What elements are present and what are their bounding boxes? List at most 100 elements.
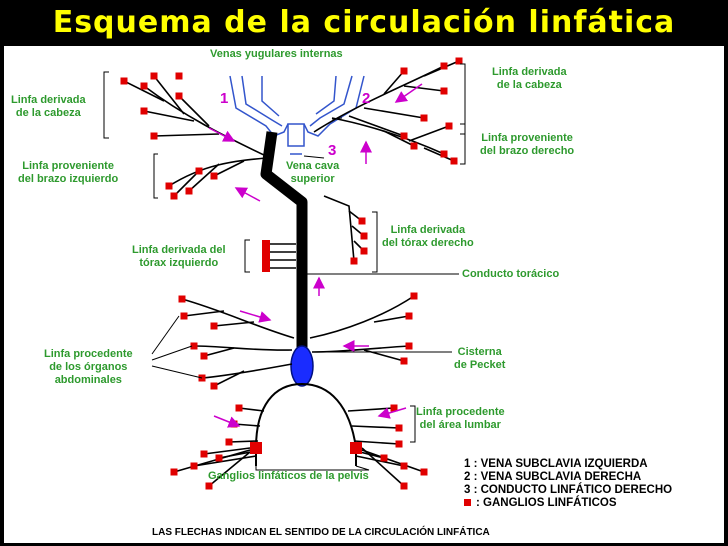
label-linfa-brazo-izq: Linfa proveniente del brazo izquierdo — [18, 160, 119, 185]
lymph-vessel — [348, 115, 405, 137]
lymph-vessel — [188, 163, 220, 192]
cisterna-pecket — [290, 345, 314, 387]
legend-item-4-text: : GANGLIOS LINFÁTICOS — [476, 497, 617, 509]
lymph-vessel — [193, 345, 293, 351]
diagram-panel: Venas yugulares internas Linfa derivada … — [4, 46, 724, 543]
lymph-node — [185, 187, 193, 195]
lymph-node — [262, 264, 270, 272]
lymph-vessel — [123, 80, 165, 102]
lymph-node — [350, 442, 362, 454]
lymph-vessel — [168, 157, 267, 187]
lymph-vessel — [323, 195, 355, 262]
lymph-node — [262, 240, 270, 248]
legend-item-3: 3 : CONDUCTO LINFÁTICO DERECHO — [464, 484, 673, 496]
lymph-node — [165, 182, 173, 190]
flow-arrow — [394, 83, 423, 103]
lymph-node — [210, 172, 218, 180]
lymph-vessel — [143, 85, 267, 157]
lymph-node — [440, 150, 448, 158]
lymph-vessel — [173, 449, 251, 473]
lymph-vessel — [408, 125, 450, 142]
lymph-vessel — [351, 425, 400, 429]
lymph-node — [390, 404, 398, 412]
lymph-vessel — [353, 440, 400, 445]
lymph-vessel — [383, 70, 405, 95]
lymph-node — [455, 57, 463, 65]
lymph-node — [420, 114, 428, 122]
lymph-node — [360, 247, 368, 255]
jugular-veins — [229, 75, 365, 155]
lymph-vessel — [355, 455, 405, 467]
lymph-node — [150, 132, 158, 140]
lymph-vessel — [213, 160, 245, 177]
legend-item-2: 2 : VENA SUBCLAVIA DERECHA — [464, 471, 642, 483]
lymph-vessel — [363, 107, 425, 119]
legend-item-4: : GANGLIOS LINFÁTICOS — [464, 497, 617, 509]
lymph-vessel — [213, 370, 245, 387]
lymph-node — [175, 72, 183, 80]
lymph-node — [358, 217, 366, 225]
lymph-vessel — [208, 451, 251, 487]
label-linfa-cabeza-izq: Linfa derivada de la cabeza — [11, 94, 86, 119]
lymph-node — [440, 87, 448, 95]
lymph-vessel — [383, 130, 415, 147]
lymph-node — [235, 404, 243, 412]
lymph-node — [395, 424, 403, 432]
lymph-node — [175, 92, 183, 100]
lymph-vessel — [423, 147, 455, 162]
lymph-node — [190, 462, 198, 470]
flow-arrow — [234, 187, 261, 202]
lymph-node — [190, 342, 198, 350]
lymph-vessel — [361, 449, 425, 473]
lymph-node — [400, 132, 408, 140]
lymph-node — [400, 67, 408, 75]
label-cisterna: Cisterna de Pecket — [454, 346, 506, 371]
label-vena-cava: Vena cava superior — [286, 160, 340, 185]
lymph-node — [440, 62, 448, 70]
footer-note: LAS FLECHAS INDICAN EL SENTIDO DE LA CIR… — [152, 527, 490, 538]
lymph-vessel — [203, 447, 251, 455]
lymph-node — [200, 352, 208, 360]
conducto-toracico — [260, 131, 308, 352]
lymph-node — [180, 312, 188, 320]
lymph-node — [405, 342, 413, 350]
lymph-node — [195, 167, 203, 175]
flow-arrow — [208, 127, 236, 142]
lymph-node — [262, 256, 270, 264]
lymph-node — [360, 232, 368, 240]
label-ganglios-pelvis: Ganglios linfáticos de la pelvis — [208, 470, 369, 482]
label-organos-abdominales: Linfa procedente de los órganos abdomina… — [44, 348, 133, 386]
lymph-vessel — [153, 75, 185, 115]
lymph-diagram — [103, 57, 466, 490]
lymph-node — [140, 82, 148, 90]
lymph-vessel — [178, 95, 210, 127]
lymph-node — [395, 440, 403, 448]
lymph-node — [445, 122, 453, 130]
label-conducto-toracico: Conducto torácico — [462, 268, 560, 280]
lymph-nodes — [120, 57, 463, 490]
page-title: Esquema de la circulación linfática — [52, 5, 676, 40]
lymph-node — [410, 292, 418, 300]
label-torax-der: Linfa derivada del tórax derecho — [382, 224, 474, 249]
lymph-vessel — [403, 85, 445, 92]
lymph-vessel — [309, 295, 415, 339]
lymph-node — [215, 454, 223, 462]
lymph-vessel — [213, 321, 255, 327]
lymph-node — [178, 295, 186, 303]
flow-arrow — [239, 310, 272, 323]
lymph-node — [400, 482, 408, 490]
lymph-node — [400, 357, 408, 365]
lymph-node — [400, 462, 408, 470]
number-1: 1 — [220, 90, 229, 107]
lymph-node — [262, 248, 270, 256]
legend-item-1: 1 : VENA SUBCLAVIA IZQUIERDA — [464, 458, 648, 470]
lymph-vessel — [183, 310, 225, 317]
lymph-node — [150, 72, 158, 80]
lymph-node — [225, 438, 233, 446]
label-linfa-brazo-der: Linfa proveniente del brazo derecho — [480, 132, 575, 157]
lymph-vessel — [347, 407, 395, 412]
node-swatch-icon — [464, 499, 471, 506]
lymph-vessel — [311, 345, 410, 353]
lymph-node — [210, 322, 218, 330]
flow-arrow — [213, 415, 241, 428]
